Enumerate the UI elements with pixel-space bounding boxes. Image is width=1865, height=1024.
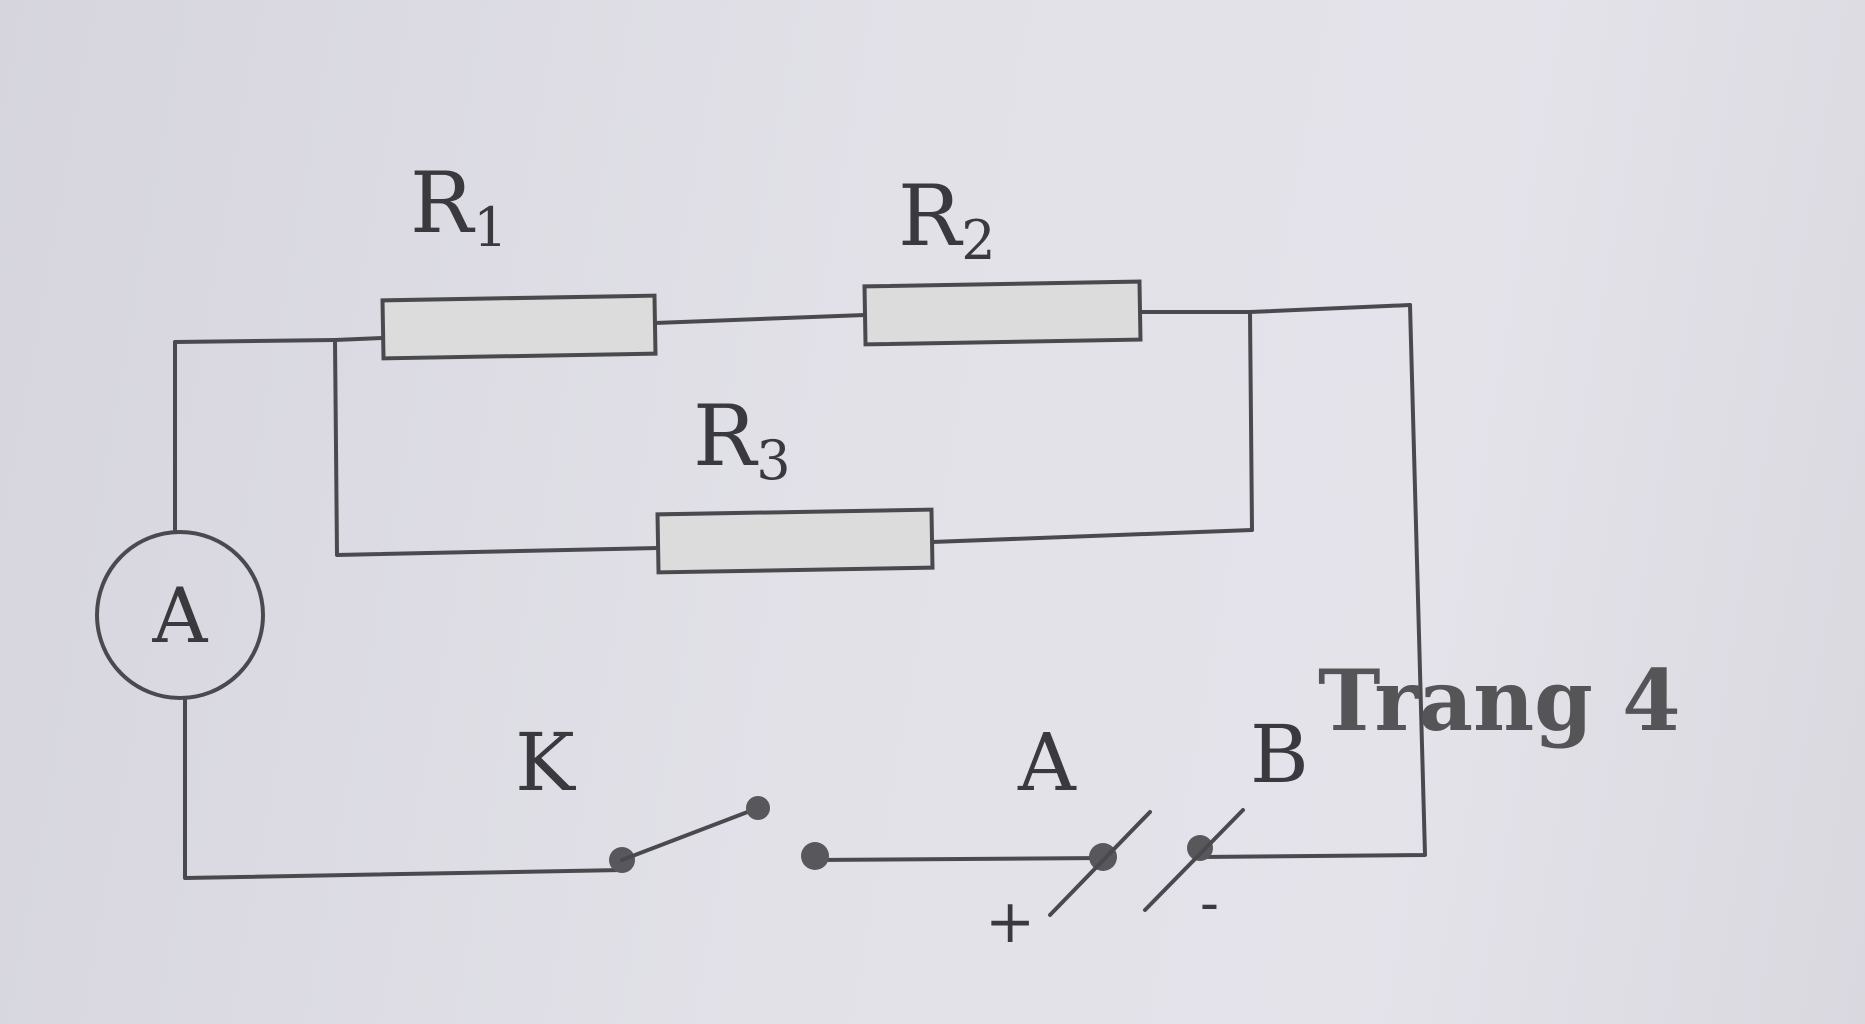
battery-plate-negative bbox=[1143, 808, 1245, 912]
wire-left-top bbox=[173, 338, 337, 532]
resistor-r2 bbox=[862, 279, 1143, 347]
wire-branch-right bbox=[930, 310, 1254, 544]
wire-r1-to-r2 bbox=[653, 313, 867, 325]
switch-blade-tip bbox=[746, 796, 770, 820]
svg-text:R2: R2 bbox=[898, 167, 996, 272]
svg-text:R3: R3 bbox=[693, 387, 791, 492]
battery-plate-positive bbox=[1048, 810, 1152, 917]
wire-top-right bbox=[1248, 303, 1412, 314]
switch-contact-right bbox=[801, 842, 829, 870]
label-r2-letter: R bbox=[898, 167, 964, 265]
wire-switch-to-battery bbox=[813, 856, 1107, 862]
label-r2-subscript: 2 bbox=[961, 209, 995, 272]
svg-text:R1: R1 bbox=[410, 154, 508, 259]
label-r3-subscript: 3 bbox=[756, 429, 790, 492]
wire-branch-left bbox=[333, 338, 660, 557]
ammeter-label: A bbox=[152, 571, 209, 660]
resistor-r1 bbox=[380, 293, 658, 361]
switch-blade bbox=[620, 806, 760, 862]
page-label: Trang 4 bbox=[1318, 651, 1681, 750]
label-r2: R2 bbox=[898, 167, 996, 272]
resistor-r3 bbox=[655, 507, 935, 575]
label-r3: R3 bbox=[693, 387, 791, 492]
label-r1-letter: R bbox=[410, 154, 476, 252]
wire-bottom-left bbox=[183, 698, 624, 880]
label-r1: R1 bbox=[410, 154, 508, 259]
switch-label: K bbox=[515, 716, 576, 809]
wire-junction-to-r1 bbox=[333, 336, 385, 342]
battery-terminal-a bbox=[1089, 843, 1117, 871]
wires bbox=[173, 303, 1427, 880]
wire-right-side bbox=[1198, 303, 1427, 859]
ammeter bbox=[95, 530, 265, 700]
terminal-b-label: B bbox=[1250, 708, 1309, 801]
battery-terminal-b bbox=[1187, 835, 1213, 861]
terminal-a-label: A bbox=[1017, 716, 1077, 809]
label-r3-letter: R bbox=[693, 387, 759, 485]
polarity-plus-label: + bbox=[985, 887, 1035, 957]
polarity-minus-label: - bbox=[1200, 871, 1219, 936]
label-r1-subscript: 1 bbox=[473, 196, 507, 259]
